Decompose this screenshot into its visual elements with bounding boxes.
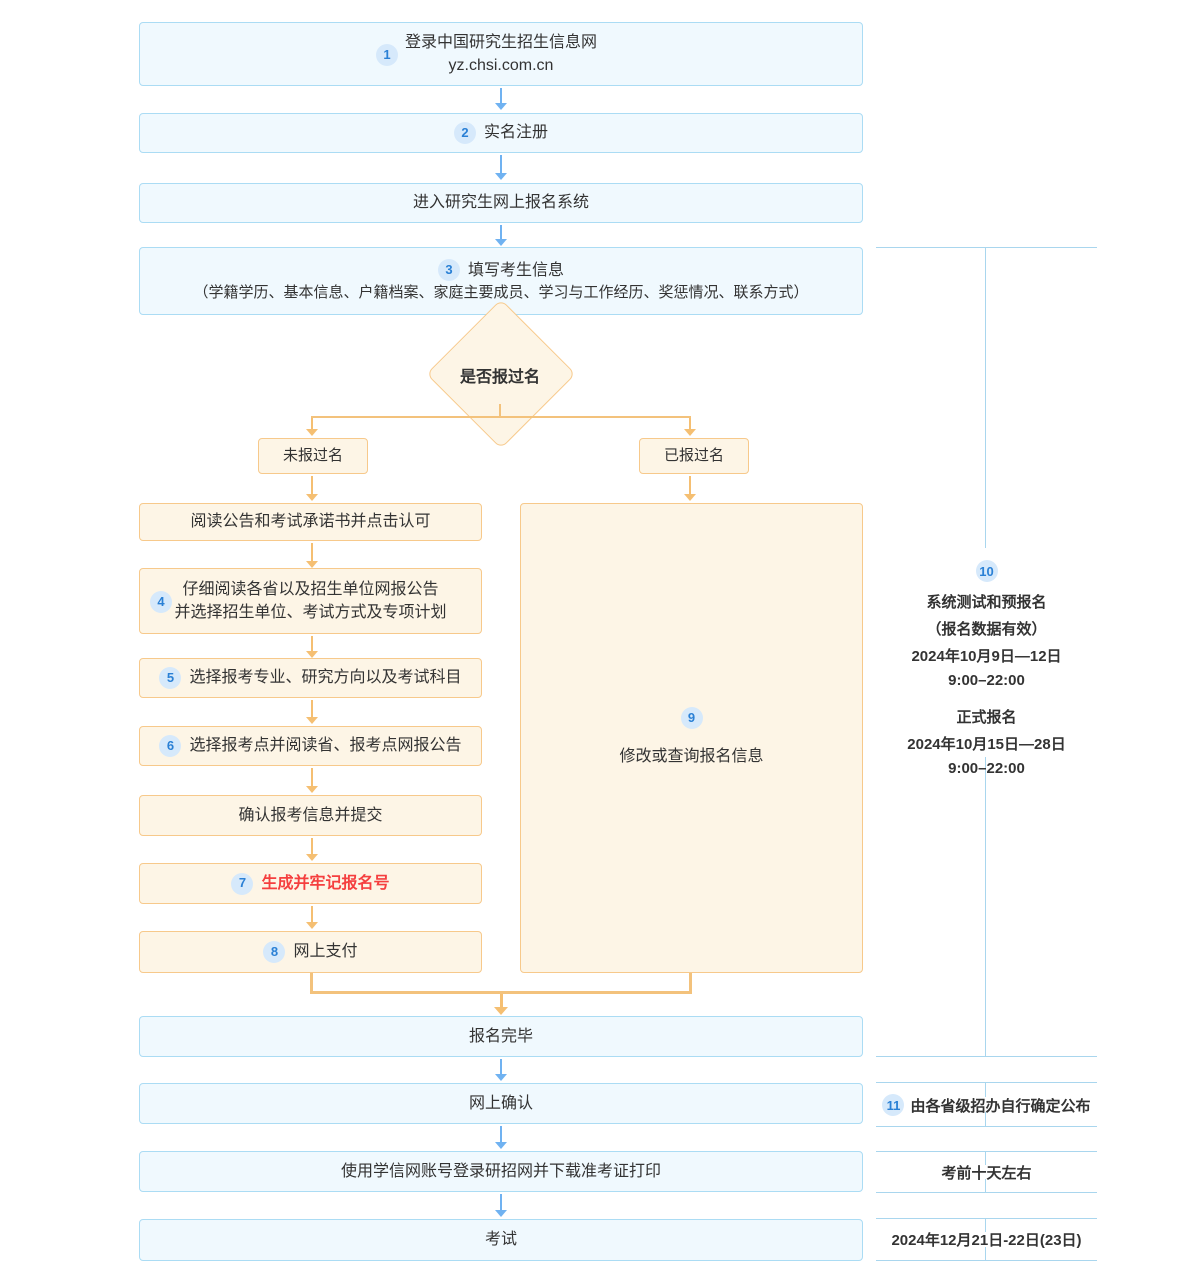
bracket-tick <box>985 1151 986 1165</box>
exam-date-label: 2024年12月21日-22日(23日) <box>891 1231 1082 1249</box>
ticket-note-label: 考前十天左右 <box>941 1164 1032 1182</box>
step-modify-query-label: 修改或查询报名信息 <box>619 748 764 766</box>
step-1-badge: 1 <box>376 44 398 66</box>
timeline-registration-block: 10 系统测试和预报名 （报名数据有效） 2024年10月9日—12日 9:00… <box>876 560 1097 777</box>
step-login-title: 登录中国研究生招生信息网 <box>404 33 597 51</box>
step-choose-unit-line1: 仔细阅读各省以及招生单位网报公告 <box>182 580 439 598</box>
official-registration-date: 2024年10月15日—28日 <box>907 736 1066 753</box>
step-fill-info-title: 填写考生信息 <box>467 261 564 279</box>
bracket-line <box>876 1218 1097 1219</box>
online-confirm-box: 网上确认 <box>139 1083 863 1124</box>
connector-line <box>689 973 692 994</box>
step-choose-site-box: 6 选择报考点并阅读省、报考点网报公告 <box>139 726 482 766</box>
bracket-line <box>876 1192 1097 1193</box>
step-11-badge: 11 <box>882 1094 905 1116</box>
bracket-line <box>876 247 1097 248</box>
step-choose-major-label: 选择报考专业、研究方向以及考试科目 <box>189 669 462 687</box>
bracket-tick <box>985 1179 986 1193</box>
connector-line <box>310 973 313 994</box>
bracket-line <box>876 1151 1097 1152</box>
pre-registration-time: 9:00–22:00 <box>948 672 1025 689</box>
download-ticket-label: 使用学信网账号登录研招网并下载准考证打印 <box>340 1162 661 1180</box>
step-fill-info-detail: （学籍学历、基本信息、户籍档案、家庭主要成员、学习与工作经历、奖惩情况、联系方式… <box>193 283 809 301</box>
connector-line <box>310 991 692 994</box>
exam-box: 考试 <box>139 1219 863 1261</box>
step-5-badge: 5 <box>159 667 182 689</box>
step-choose-major-box: 5 选择报考专业、研究方向以及考试科目 <box>139 658 482 698</box>
step-login-url: yz.chsi.com.cn <box>448 57 554 74</box>
confirm-note-row: 11 由各省级招办自行确定公布 <box>876 1086 1097 1124</box>
bracket-tick <box>985 1247 986 1261</box>
step-8-badge: 8 <box>263 941 286 963</box>
pre-registration-note: （报名数据有效） <box>926 621 1047 638</box>
step-remember-number-box: 7 生成并牢记报名号 <box>139 863 482 904</box>
bracket-tick <box>985 1218 986 1232</box>
step-enter-system-label: 进入研究生网上报名系统 <box>412 194 589 212</box>
step-register-box: 2 实名注册 <box>139 113 863 153</box>
step-10-badge: 10 <box>975 560 998 582</box>
step-3-badge: 3 <box>437 259 460 282</box>
step-register-label: 实名注册 <box>483 124 548 142</box>
step-modify-query-box: 9 修改或查询报名信息 <box>520 503 863 973</box>
step-9-badge: 9 <box>680 707 703 730</box>
branch-registered-label: 已报过名 <box>663 447 724 465</box>
branch-not-registered-label: 未报过名 <box>282 447 343 465</box>
step-choose-unit-line2: 并选择招生单位、考试方式及专项计划 <box>174 604 447 621</box>
download-ticket-box: 使用学信网账号登录研招网并下载准考证打印 <box>139 1151 863 1192</box>
step-choose-site-label: 选择报考点并阅读省、报考点网报公告 <box>189 737 462 755</box>
step-pay-online-label: 网上支付 <box>293 943 358 961</box>
step-read-notice-box: 阅读公告和考试承诺书并点击认可 <box>139 503 482 541</box>
step-7-badge: 7 <box>231 872 254 895</box>
official-registration-time: 9:00–22:00 <box>948 760 1025 777</box>
bracket-line <box>876 1082 1097 1083</box>
bracket-tick <box>985 1112 986 1127</box>
step-6-badge: 6 <box>159 735 182 757</box>
branch-registered-box: 已报过名 <box>639 438 749 474</box>
step-confirm-submit-label: 确认报考信息并提交 <box>238 806 383 824</box>
pre-registration-title: 系统测试和预报名 <box>926 594 1047 611</box>
step-read-notice-label: 阅读公告和考试承诺书并点击认可 <box>190 513 431 531</box>
bracket-line <box>876 1056 1097 1057</box>
confirm-note-label: 由各省级招办自行确定公布 <box>910 1097 1091 1115</box>
branch-not-registered-box: 未报过名 <box>258 438 368 474</box>
bracket-line <box>876 1260 1097 1261</box>
pre-registration-date: 2024年10月9日—12日 <box>911 648 1062 665</box>
online-confirm-label: 网上确认 <box>468 1094 533 1112</box>
decision-label: 是否报过名 <box>459 369 540 386</box>
step-login-box: 1 登录中国研究生招生信息网 yz.chsi.com.cn <box>139 22 863 86</box>
step-choose-unit-box: 4 仔细阅读各省以及招生单位网报公告 并选择招生单位、考试方式及专项计划 <box>139 568 482 634</box>
step-confirm-submit-box: 确认报考信息并提交 <box>139 795 482 836</box>
step-remember-number-label: 生成并牢记报名号 <box>261 874 390 892</box>
step-4-badge: 4 <box>150 591 172 613</box>
exam-label: 考试 <box>484 1231 517 1249</box>
step-enter-system-box: 进入研究生网上报名系统 <box>139 183 863 223</box>
connector-line <box>499 404 501 417</box>
finish-label: 报名完毕 <box>468 1027 533 1045</box>
bracket-line <box>985 247 986 548</box>
bracket-line <box>876 1126 1097 1127</box>
ticket-note-row: 考前十天左右 <box>876 1155 1097 1189</box>
connector-line <box>311 416 691 418</box>
official-registration-title: 正式报名 <box>956 709 1017 726</box>
bracket-tick <box>985 1082 986 1097</box>
step-pay-online-box: 8 网上支付 <box>139 931 482 973</box>
finish-box: 报名完毕 <box>139 1016 863 1057</box>
step-2-badge: 2 <box>453 122 476 144</box>
exam-date-row: 2024年12月21日-22日(23日) <box>876 1222 1097 1256</box>
bracket-line <box>985 757 986 1057</box>
